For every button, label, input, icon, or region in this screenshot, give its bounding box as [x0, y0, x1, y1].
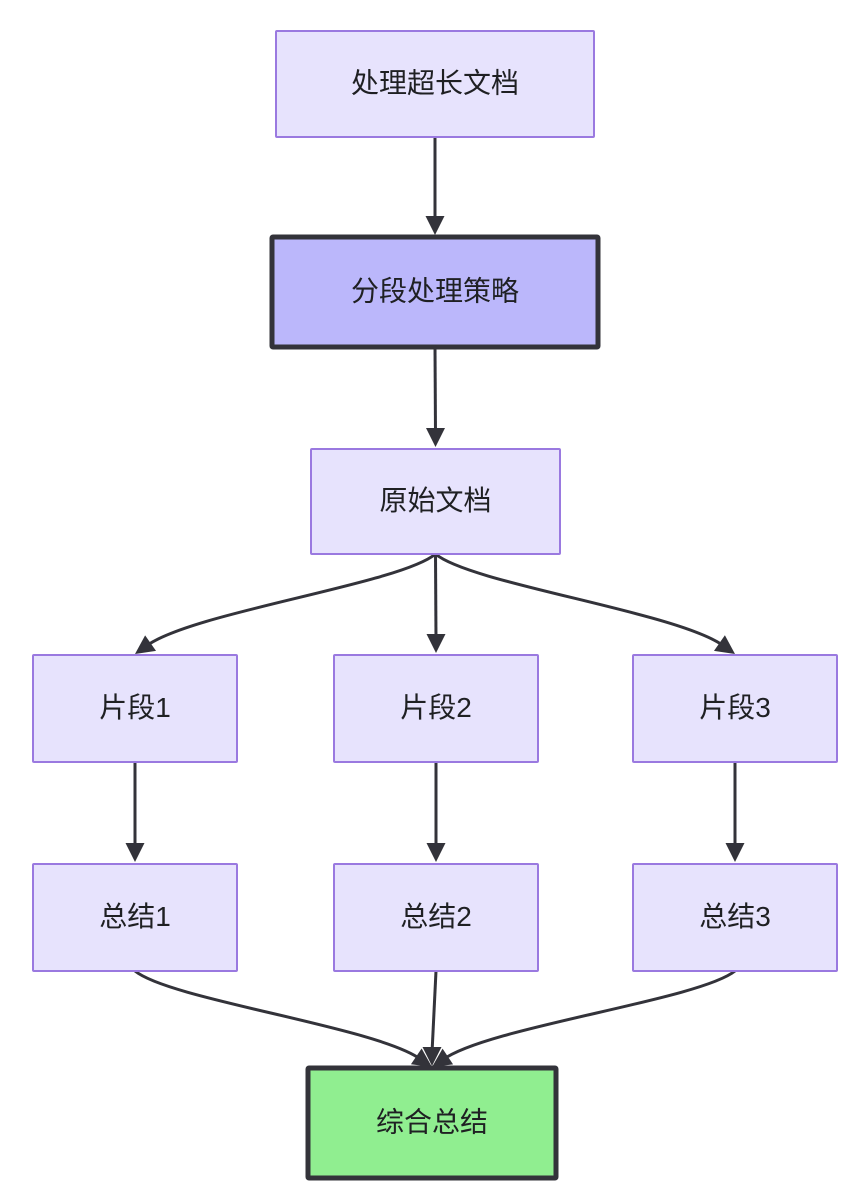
edge-summary-1-to-final-summary	[134, 969, 432, 1067]
node-label-fragment-2: 片段2	[400, 692, 472, 723]
node-box-summary-1[interactable]	[32, 863, 238, 972]
node-label-raw-doc: 原始文档	[379, 485, 491, 516]
edge-raw-doc-to-fragment-2	[426, 553, 446, 653]
node-label-fragment-3: 片段3	[699, 692, 771, 723]
node-label-fragment-1: 片段1	[99, 692, 171, 723]
node-box-doc-long[interactable]	[275, 30, 595, 138]
node-box-raw-doc[interactable]	[310, 448, 561, 555]
edge-summary-3-to-final-summary	[432, 969, 736, 1067]
node-box-chunk-strategy[interactable]	[269, 234, 601, 350]
node-label-summary-1: 总结1	[99, 901, 171, 932]
node-label-final-summary: 综合总结	[376, 1106, 488, 1137]
node-doc-long[interactable]: 处理超长文档	[275, 30, 595, 138]
node-summary-1[interactable]: 总结1	[32, 863, 238, 972]
edge-layer	[125, 137, 745, 1067]
node-box-summary-3[interactable]	[632, 863, 838, 972]
edge-doc-long-to-chunk-strategy	[425, 137, 445, 235]
node-label-summary-2: 总结2	[400, 901, 472, 932]
node-fragment-1[interactable]: 片段1	[32, 654, 238, 763]
node-label-chunk-strategy: 分段处理策略	[351, 275, 519, 306]
edge-fragment-2-to-summary-2	[426, 762, 446, 862]
node-box-summary-2[interactable]	[333, 863, 539, 972]
edge-fragment-1-to-summary-1	[125, 762, 145, 862]
node-label-summary-3: 总结3	[699, 901, 771, 932]
node-summary-3[interactable]: 总结3	[632, 863, 838, 972]
edge-raw-doc-to-fragment-1	[135, 552, 437, 654]
node-box-fragment-3[interactable]	[632, 654, 838, 763]
edge-chunk-strategy-to-raw-doc	[426, 346, 445, 447]
node-final-summary[interactable]: 综合总结	[305, 1065, 559, 1181]
node-box-fragment-2[interactable]	[333, 654, 539, 763]
edge-summary-2-to-final-summary	[422, 970, 442, 1066]
node-fragment-3[interactable]: 片段3	[632, 654, 838, 763]
edge-raw-doc-to-fragment-3	[434, 552, 735, 654]
node-fragment-2[interactable]: 片段2	[333, 654, 539, 763]
node-box-fragment-1[interactable]	[32, 654, 238, 763]
node-raw-doc[interactable]: 原始文档	[310, 448, 561, 555]
node-summary-2[interactable]: 总结2	[333, 863, 539, 972]
node-box-final-summary[interactable]	[305, 1065, 559, 1181]
edge-fragment-3-to-summary-3	[725, 762, 745, 862]
node-label-doc-long: 处理超长文档	[351, 67, 519, 98]
node-chunk-strategy[interactable]: 分段处理策略	[269, 234, 601, 350]
